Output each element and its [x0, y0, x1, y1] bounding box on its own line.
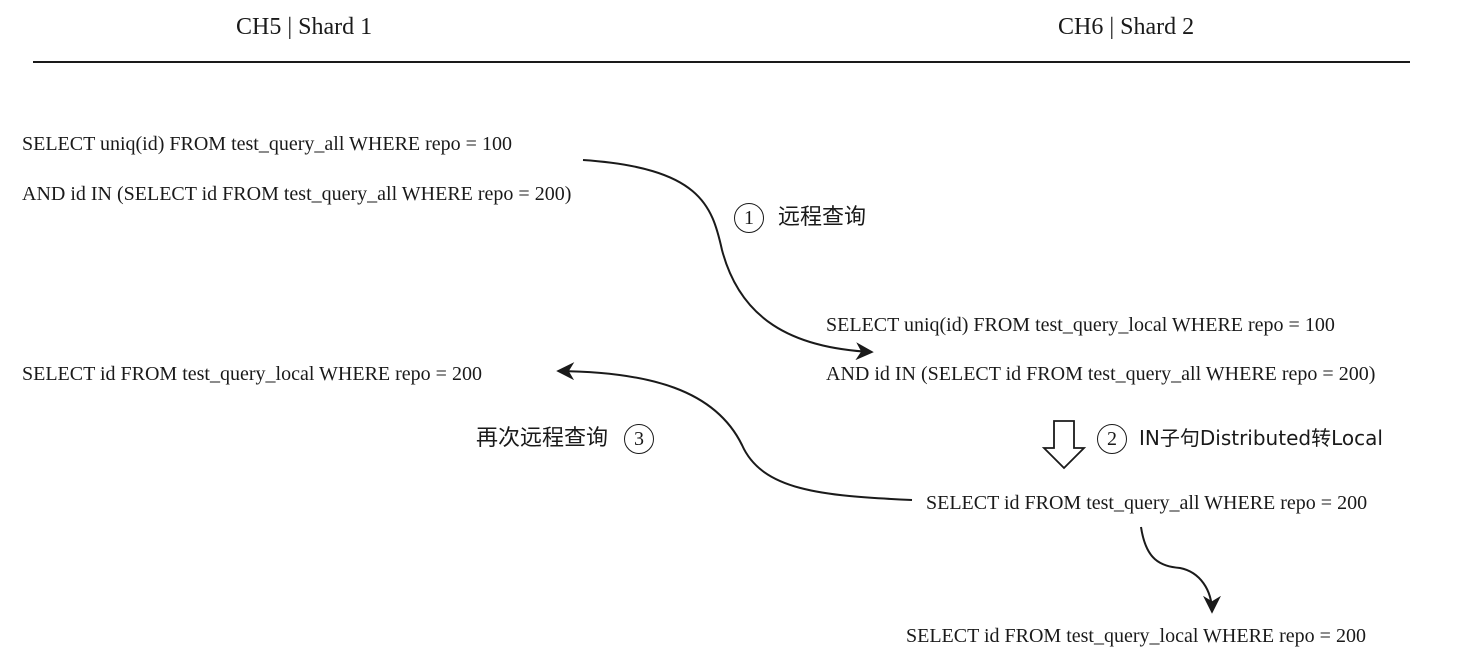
step3-arrow — [556, 362, 913, 501]
step3-number: 3 — [624, 424, 655, 455]
shard2-local-query: SELECT id FROM test_query_local WHERE re… — [906, 625, 1366, 647]
step3-label: 再次远程查询 3 — [476, 423, 655, 455]
step1-label: 1 远程查询 — [734, 202, 867, 234]
step2-text: IN子句Distributed转Local — [1139, 426, 1383, 450]
step2-label: 2 IN子句Distributed转Local — [1097, 423, 1383, 455]
shard1-title: CH5 | Shard 1 — [236, 14, 373, 40]
shard1-local-query: SELECT id FROM test_query_local WHERE re… — [22, 363, 482, 385]
step3-text: 再次远程查询 — [476, 426, 609, 451]
local-rewrite-arrow — [1140, 526, 1221, 614]
step2-hollow-arrow-icon — [1041, 420, 1087, 470]
shard2-query-line1: SELECT uniq(id) FROM test_query_local WH… — [826, 314, 1335, 336]
shard2-title: CH6 | Shard 2 — [1058, 14, 1195, 40]
step1-number: 1 — [734, 203, 764, 234]
shard2-query-line2: AND id IN (SELECT id FROM test_query_all… — [826, 363, 1376, 385]
step1-text: 远程查询 — [778, 205, 867, 230]
step2-number: 2 — [1097, 424, 1127, 455]
shard1-query-line1: SELECT uniq(id) FROM test_query_all WHER… — [22, 133, 512, 155]
shard2-sub-query: SELECT id FROM test_query_all WHERE repo… — [926, 492, 1368, 514]
step1-arrow — [582, 159, 874, 361]
shard1-query-line2: AND id IN (SELECT id FROM test_query_all… — [22, 183, 572, 205]
